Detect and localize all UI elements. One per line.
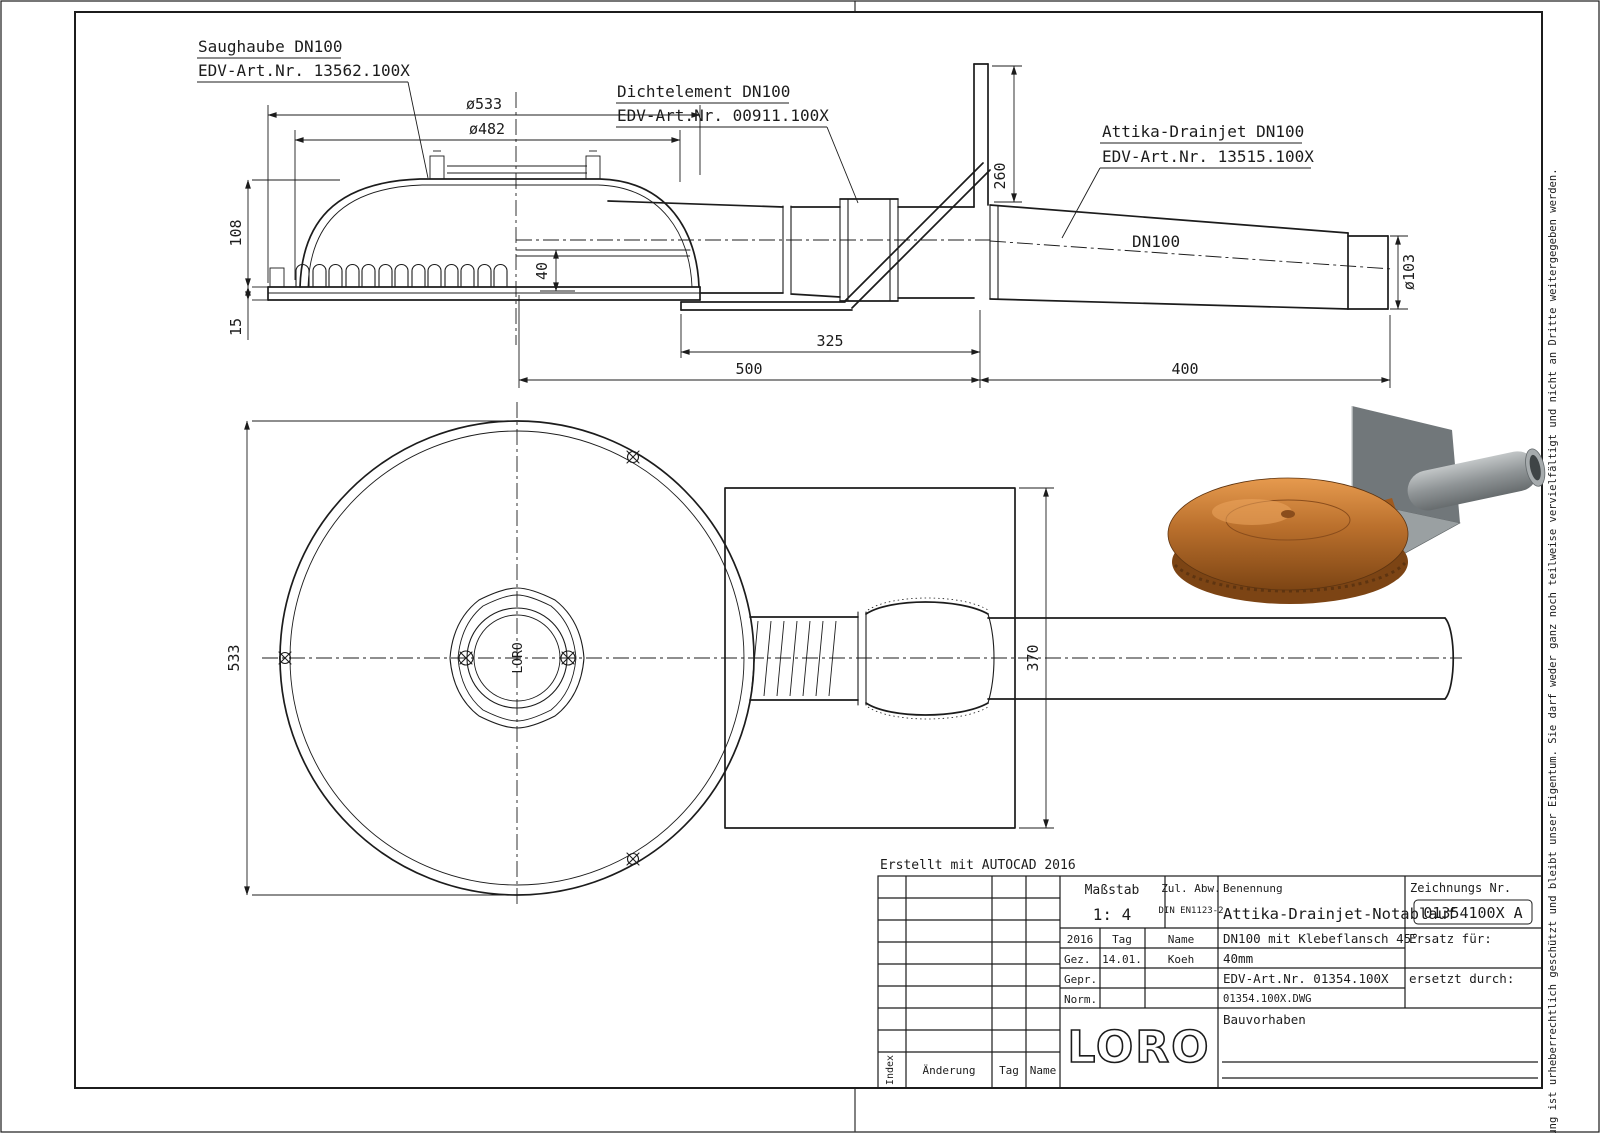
label-drainjet-line2: EDV-Art.Nr. 13515.100X: [1102, 147, 1314, 166]
pipe-end-cap: [1444, 617, 1455, 700]
copyright-note: Diese Zeichnung ist urheberrechtlich ges…: [1547, 168, 1559, 1133]
loro-logo: LORO: [1067, 1022, 1210, 1073]
label-dichtelement-line2: EDV-Art.Nr. 00911.100X: [617, 106, 829, 125]
ersetzt-durch: ersetzt durch:: [1409, 971, 1514, 986]
hood-outline: [299, 178, 700, 288]
side-view: Saughaube DN100 EDV-Art.Nr. 13562.100X D…: [197, 37, 1418, 388]
product-photo: [1167, 406, 1546, 604]
row-norm: Norm.: [1064, 993, 1097, 1006]
dim-500: 500: [735, 360, 762, 378]
hood-bolt-right: [585, 155, 601, 180]
rev-col-index: Index: [885, 1055, 896, 1085]
benennung-label: Benennung: [1223, 882, 1283, 895]
dim-260: 260: [991, 162, 1009, 189]
dim-dia482: ø482: [469, 120, 505, 138]
hood-vent-slots: [295, 263, 508, 288]
created-with-note: Erstellt mit AUTOCAD 2016: [880, 858, 1076, 873]
wall-flange-plate: [724, 487, 1016, 829]
label-saughaube: Saughaube DN100 EDV-Art.Nr. 13562.100X: [197, 37, 429, 179]
row-gez: Gez.: [1064, 953, 1091, 966]
seal-bulge-bottom: [865, 702, 989, 716]
col-name: Name: [1168, 933, 1195, 946]
dim-533: 533: [225, 644, 243, 671]
benennung-value: Attika-Drainjet-Notablauf: [1223, 905, 1456, 923]
label-dn100: DN100: [1132, 232, 1180, 251]
leader-saughaube: [407, 81, 429, 179]
zeichnung-value-box: [1413, 899, 1533, 925]
dim-400: 400: [1171, 360, 1198, 378]
top-view-dimensions: 533 370: [225, 420, 1054, 896]
year-cell: 2016: [1067, 933, 1094, 946]
zeichnung-value: 01354100X A: [1423, 904, 1522, 922]
dim-108: 108: [227, 219, 245, 246]
side-view-dimensions: ø533 ø482 108 15 40 260: [227, 65, 1418, 388]
hood-inner-line: [307, 184, 693, 288]
massstab-value: 1: 4: [1093, 905, 1132, 924]
leader-drainjet: [1061, 167, 1101, 239]
label-saughaube-line2: EDV-Art.Nr. 13562.100X: [198, 61, 410, 80]
dwg-file: 01354.100X.DWG: [1223, 993, 1312, 1005]
top-view: LORO 533 370: [225, 402, 1462, 908]
label-dichtelement: Dichtelement DN100 EDV-Art.Nr. 00911.100…: [616, 82, 859, 204]
desc-line2: 40mm: [1223, 951, 1253, 966]
dim-40: 40: [533, 262, 551, 280]
rim-screw-2: [278, 651, 292, 665]
label-drainjet-line1: Attika-Drainjet DN100: [1102, 122, 1304, 141]
label-drainjet: Attika-Drainjet DN100 EDV-Art.Nr. 13515.…: [1061, 122, 1314, 239]
dim-325: 325: [816, 332, 843, 350]
label-saughaube-line1: Saughaube DN100: [198, 37, 343, 56]
clamp-flange-inner: [457, 594, 577, 722]
leader-dichtelement: [826, 126, 859, 204]
clamp-bolt-right: [560, 650, 576, 666]
parapet-flange: [680, 63, 991, 311]
zul-abw-value: DIN EN1123-2: [1158, 906, 1223, 916]
flange-clamp-bolt: [269, 267, 285, 288]
pipe-top-edge: [607, 200, 784, 208]
rim-screw-1: [626, 450, 640, 464]
gez-date: 14.01.: [1102, 953, 1142, 966]
rim-screw-3: [626, 852, 640, 866]
massstab-label: Maßstab: [1085, 883, 1140, 898]
clamp-flange-outer: [449, 587, 585, 729]
dim-dia103: ø103: [1400, 254, 1418, 290]
zul-abw-label: Zul. Abw.: [1161, 882, 1221, 895]
copper-dome: [1167, 477, 1409, 591]
rev-col-aenderung: Änderung: [923, 1064, 976, 1077]
dome-highlight: [1212, 499, 1292, 525]
bauvorhaben-label: Bauvorhaben: [1223, 1012, 1306, 1027]
outlet-axis-centerline: [989, 240, 1393, 270]
dim-15: 15: [227, 318, 245, 336]
center-logo-text: LORO: [511, 642, 526, 673]
gez-name: Koeh: [1168, 953, 1195, 966]
dome-emboss: [1281, 510, 1295, 518]
zeichnung-label: Zeichnungs Nr.: [1410, 881, 1511, 895]
corrugation-hatch: [750, 620, 837, 697]
rev-col-tag: Tag: [999, 1064, 1019, 1077]
title-block: Erstellt mit AUTOCAD 2016 Index Änderung…: [877, 858, 1543, 1089]
dome-serration: [1173, 561, 1407, 593]
edv-art: EDV-Art.Nr. 01354.100X: [1223, 971, 1389, 986]
row-gepr: Gepr.: [1064, 973, 1097, 986]
revision-table: Index Änderung Tag Name: [878, 876, 1060, 1088]
outlet-pipe-3d: [1407, 448, 1546, 511]
seal-bulge-top: [865, 601, 989, 615]
hood-bolt-left: [429, 155, 445, 180]
dim-dia533: ø533: [466, 95, 502, 113]
outlet-pipe: [989, 204, 1389, 310]
dim-370: 370: [1024, 644, 1042, 671]
seal-sleeve: [839, 198, 899, 302]
clamp-bolt-left: [458, 650, 474, 666]
ersatz-fuer: Ersatz für:: [1409, 931, 1492, 946]
desc-line1: DN100 mit Klebeflansch 45°: [1223, 931, 1419, 946]
col-tag: Tag: [1112, 933, 1132, 946]
label-dichtelement-line1: Dichtelement DN100: [617, 82, 790, 101]
rev-col-name: Name: [1030, 1064, 1057, 1077]
